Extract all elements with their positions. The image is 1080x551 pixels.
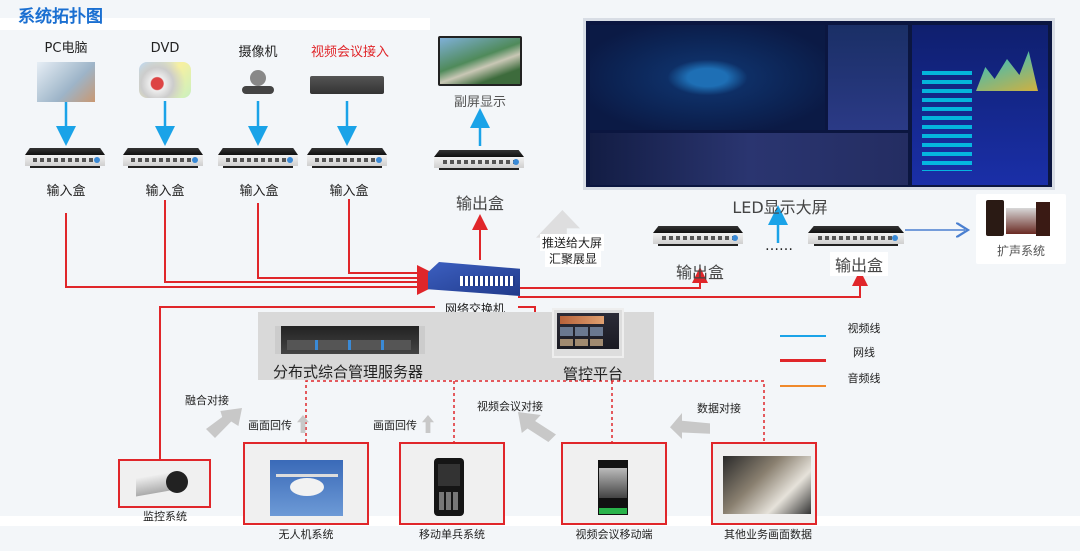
- push-note-line2: 汇聚展显: [545, 250, 601, 267]
- secondary-display-icon: [438, 36, 522, 86]
- legend-label-network: 网线: [853, 346, 875, 359]
- subsystem-label-surveillance: 监控系统: [143, 510, 187, 523]
- source-label-vc: 视频会议接入: [310, 45, 389, 60]
- input-box-device-4: [307, 148, 387, 168]
- server-rack-icon: [275, 326, 425, 354]
- data-label: 数据对接: [697, 402, 741, 415]
- vc-label: 视频会议对接: [477, 400, 543, 413]
- input-box-label: 输入盒: [329, 184, 369, 199]
- led-screen-icon: [583, 18, 1055, 190]
- header-band: [0, 18, 430, 30]
- source-label-camera: 摄像机: [238, 45, 278, 60]
- drone-icon: [270, 460, 343, 516]
- secondary-display-label: 副屏显示: [453, 95, 506, 110]
- push-note-line1: 推送给大屏: [540, 234, 604, 251]
- speaker-panel: 扩声系统: [976, 194, 1066, 264]
- subsystem-vc-mobile[interactable]: [561, 442, 667, 525]
- speaker-label: 扩声系统: [996, 244, 1045, 258]
- legend: 视频线 网线 音频线: [778, 318, 898, 398]
- legend-swatch-audio: [780, 385, 826, 387]
- subsystem-label-mobile-soldier: 移动单兵系统: [419, 528, 485, 541]
- output-box-label: 输出盒: [675, 263, 724, 282]
- led-screen-label: LED显示大屏: [732, 198, 828, 217]
- subsystem-drone[interactable]: [243, 442, 369, 525]
- surveillance-camera-icon: [136, 469, 188, 497]
- speaker-icon: [986, 200, 1004, 236]
- control-platform-label: 管控平台: [562, 365, 623, 383]
- legend-label-audio: 音频线: [847, 372, 881, 385]
- input-box-label: 输入盒: [239, 184, 279, 199]
- video-conference-box-icon: [310, 76, 384, 94]
- subsystem-other-data[interactable]: [711, 442, 817, 525]
- input-box-device-3: [218, 148, 298, 168]
- input-box-device-2: [123, 148, 203, 168]
- return-label-2: 画面回传: [373, 419, 417, 432]
- source-label-dvd: DVD: [150, 41, 180, 56]
- page-title: 系统拓扑图: [18, 7, 103, 27]
- network-lines: [65, 199, 868, 460]
- ellipsis-text: ……: [765, 238, 793, 254]
- dvd-icon: [139, 62, 191, 98]
- pc-icon: [37, 62, 95, 102]
- input-box-label: 输入盒: [145, 184, 185, 199]
- video-lines: [56, 101, 788, 243]
- camera-icon: [240, 70, 276, 98]
- server-label: 分布式综合管理服务器: [272, 363, 423, 381]
- office-photo-icon: [723, 456, 811, 514]
- subsystem-label-drone: 无人机系统: [278, 528, 334, 541]
- output-box-label: 输出盒: [830, 252, 888, 276]
- subsystem-surveillance[interactable]: [118, 459, 211, 508]
- body-camera-icon: [434, 458, 464, 516]
- mobile-phone-icon: [598, 460, 628, 515]
- subsystem-label-vc-mobile: 视频会议移动端: [575, 528, 653, 541]
- input-box-label: 输入盒: [46, 184, 86, 199]
- output-box-main-label: 输出盒: [455, 194, 504, 213]
- output-box-device-main: [434, 150, 524, 170]
- legend-swatch-video: [780, 335, 826, 337]
- dashed-network-lines: [305, 380, 765, 442]
- legend-label-video: 视频线: [847, 322, 881, 335]
- fusion-label: 融合对接: [185, 394, 229, 407]
- control-platform-monitor-icon: [552, 308, 624, 358]
- subsystem-mobile-soldier[interactable]: [399, 442, 505, 525]
- output-box-device-3: [808, 226, 904, 246]
- input-box-device-1: [25, 148, 105, 168]
- subsystem-label-other-data: 其他业务画面数据: [724, 528, 812, 541]
- output-box-device-2: [653, 226, 743, 246]
- return-label-1: 画面回传: [248, 419, 292, 432]
- source-label-pc: PC电脑: [44, 41, 88, 56]
- legend-swatch-network: [780, 359, 826, 362]
- footer-band: [0, 516, 1080, 526]
